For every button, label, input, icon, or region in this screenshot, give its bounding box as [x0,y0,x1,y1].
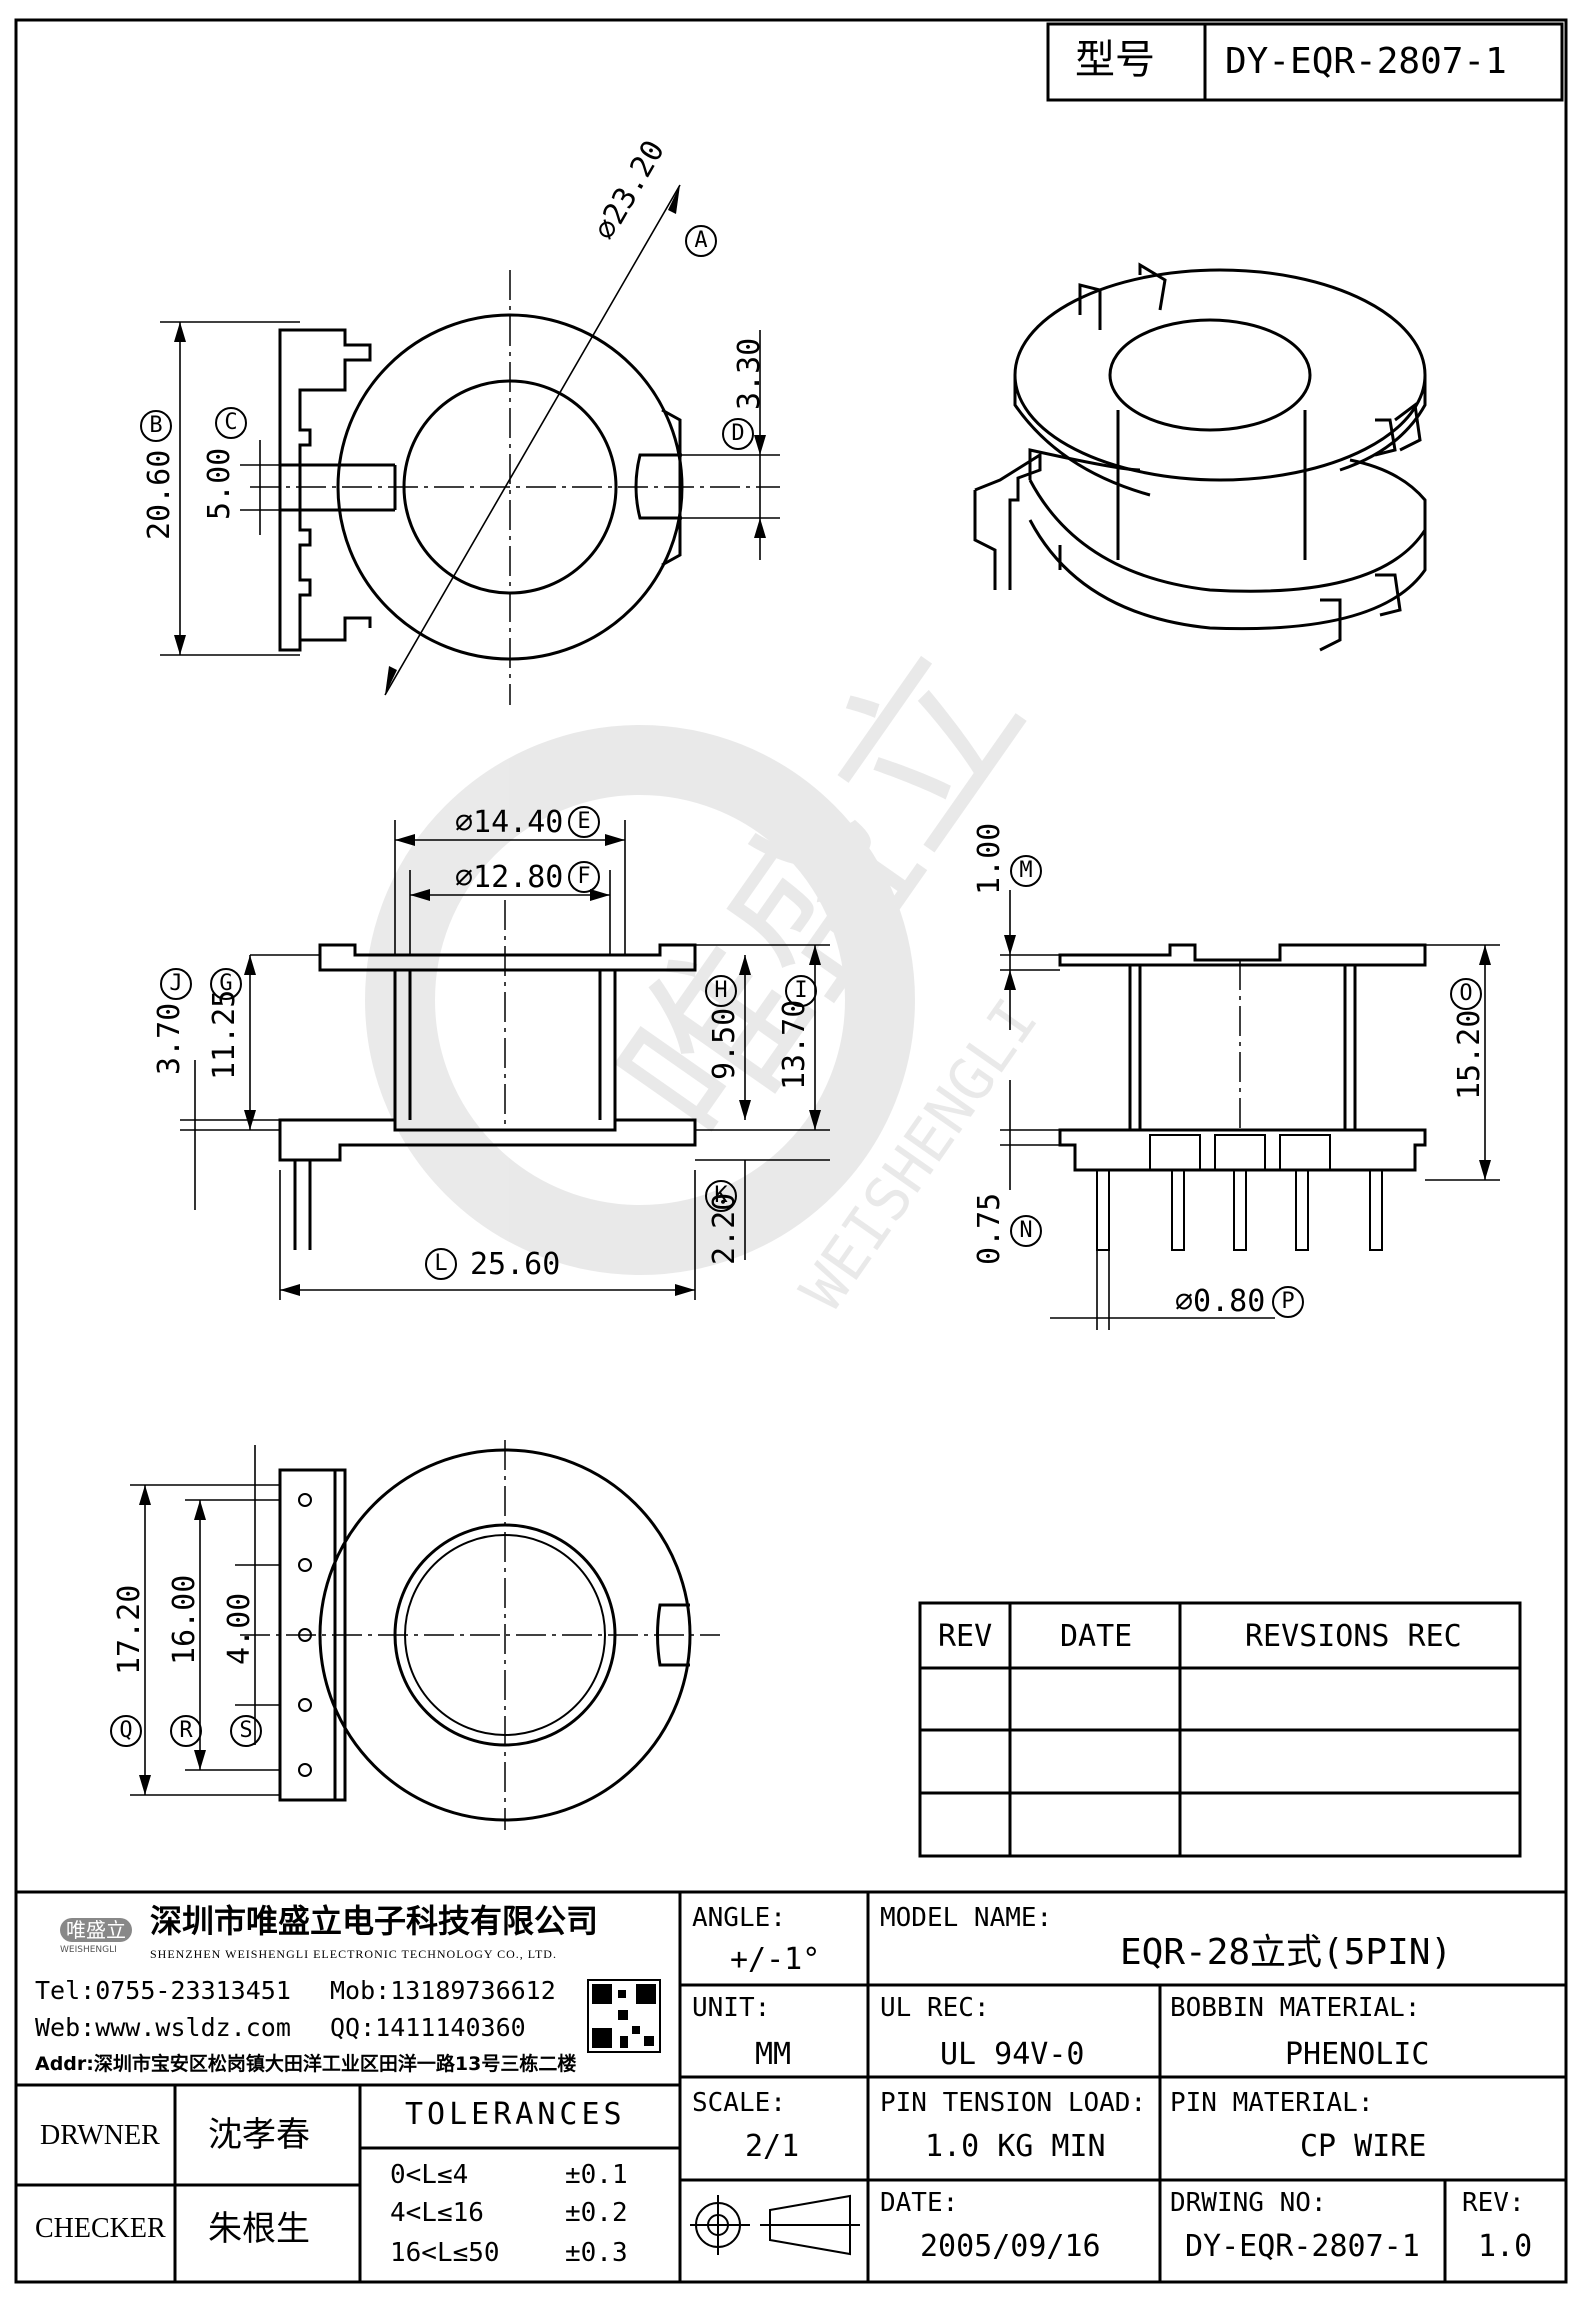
rev-header-rev: REV [938,1619,993,1654]
rev-value: 1.0 [1478,2229,1533,2264]
type-box [1046,22,1564,102]
pin-material-label: PIN MATERIAL: [1170,2088,1374,2118]
dim-letter-b: B [140,410,172,442]
dim-f: ⌀12.80 [455,860,564,895]
tolerances-label: TOLERANCES [405,2097,626,2132]
angle-label: ANGLE: [692,1903,786,1933]
date-label: DATE: [880,2188,959,2218]
scale-value: 2/1 [745,2129,800,2164]
revision-table-grid [918,1601,1522,1858]
drwing-no-value: DY-EQR-2807-1 [1185,2229,1420,2264]
dim-letter-k: K [705,1180,737,1212]
dim-letter-r: R [170,1715,202,1747]
date-value: 2005/09/16 [920,2229,1101,2264]
company-web: Web:www.wsldz.com [35,2013,291,2042]
isometric-view [973,262,1427,652]
rev-header-date: DATE [1060,1619,1133,1654]
dim-m: 1.00 [972,822,1007,895]
bobbin-value: PHENOLIC [1285,2037,1430,2072]
checker-value: 朱根生 [208,2209,310,2249]
side-view [1000,890,1500,1330]
dim-letter-c: C [215,407,247,439]
company-logo: 唯盛立 WEISHENGLI [40,1900,135,1960]
dim-letter-f: F [568,861,600,893]
dim-l: 25.60 [470,1247,561,1282]
company-mob: Mob:13189736612 [330,1976,556,2005]
qr-code [587,1979,661,2053]
dim-letter-e: E [568,806,600,838]
company-tel: Tel:0755-23313451 [35,1976,291,2005]
dim-letter-m: M [1010,855,1042,887]
model-label: MODEL NAME: [880,1903,1053,1933]
dim-letter-s: S [230,1715,262,1747]
drawer-value: 沈孝春 [208,2115,310,2155]
type-label: 型号 [1075,37,1155,83]
tolerance-range-3: 16<L≤50 [390,2238,500,2268]
company-name-en: SHENZHEN WEISHENGLI ELECTRONIC TECHNOLOG… [150,1947,557,1961]
dim-b: 20.60 [142,449,177,540]
tolerance-value-3: ±0.3 [565,2238,628,2268]
dim-s: 4.00 [222,1592,257,1665]
title-block-grid [16,1890,1566,2282]
dim-letter-l: L [425,1248,457,1280]
dim-letter-d: D [722,418,754,450]
dim-i: 13.70 [777,999,812,1090]
dim-e: ⌀14.40 [455,805,564,840]
front-view [180,820,830,1300]
checker-label: CHECKER [35,2213,166,2244]
dim-o: 15.20 [1452,1009,1487,1100]
dim-n: 0.75 [972,1192,1007,1265]
scale-label: SCALE: [692,2088,786,2118]
dim-letter-p: P [1272,1286,1304,1318]
tolerance-value-1: ±0.1 [565,2160,628,2190]
ul-label: UL REC: [880,1993,990,2023]
angle-value: +/-1° [730,1942,821,1977]
bottom-view [130,1440,720,1830]
pin-material-value: CP WIRE [1300,2129,1427,2164]
dim-p: ⌀0.80 [1175,1284,1266,1319]
rev-label: REV: [1462,2188,1525,2218]
side-view-pins [1096,1134,1383,1251]
company-name-cn: 深圳市唯盛立电子科技有限公司 [150,1902,599,1940]
type-value: DY-EQR-2807-1 [1225,41,1507,82]
dim-j: 3.70 [152,1002,187,1075]
dim-r: 16.00 [167,1574,202,1665]
ul-value: UL 94V-0 [940,2037,1085,2072]
dim-letter-i: I [785,975,817,1007]
tension-label: PIN TENSION LOAD: [880,2088,1147,2118]
unit-value: MM [755,2037,792,2072]
company-qq: QQ:1411140360 [330,2013,526,2042]
dim-d: 3.30 [732,337,767,410]
dim-g: 11.25 [207,989,242,1080]
dim-letter-n: N [1010,1215,1042,1247]
dim-letter-g: G [210,968,242,1000]
tolerance-value-2: ±0.2 [565,2198,628,2228]
dim-letter-j: J [160,968,192,1000]
dim-h: 9.50 [707,1007,742,1080]
dim-letter-q: Q [110,1715,142,1747]
tension-value: 1.0 KG MIN [925,2129,1106,2164]
drawer-label: DRWNER [40,2120,160,2151]
bobbin-label: BOBBIN MATERIAL: [1170,1993,1421,2023]
dim-q: 17.20 [112,1584,147,1675]
projection-symbol [690,2194,860,2256]
company-addr: Addr:深圳市宝安区松岗镇大田洋工业区田洋一路13号三栋二楼 [35,2053,577,2075]
company-logo-en: WEISHENGLI [60,1945,117,1955]
top-view [160,184,780,705]
tolerance-range-1: 0<L≤4 [390,2160,469,2190]
drawing-border [14,18,1568,2284]
dim-letter-a: A [685,225,717,257]
tolerance-range-2: 4<L≤16 [390,2198,484,2228]
dim-c: 5.00 [202,447,237,520]
dim-letter-o: O [1450,978,1482,1010]
unit-label: UNIT: [692,1993,771,2023]
drwing-no-label: DRWING NO: [1170,2188,1327,2218]
model-value: EQR-28立式(5PIN) [1120,1932,1453,1973]
dim-letter-h: H [705,975,737,1007]
company-logo-cn: 唯盛立 [60,1918,132,1942]
rev-header-revsions: REVSIONS REC [1245,1619,1462,1654]
